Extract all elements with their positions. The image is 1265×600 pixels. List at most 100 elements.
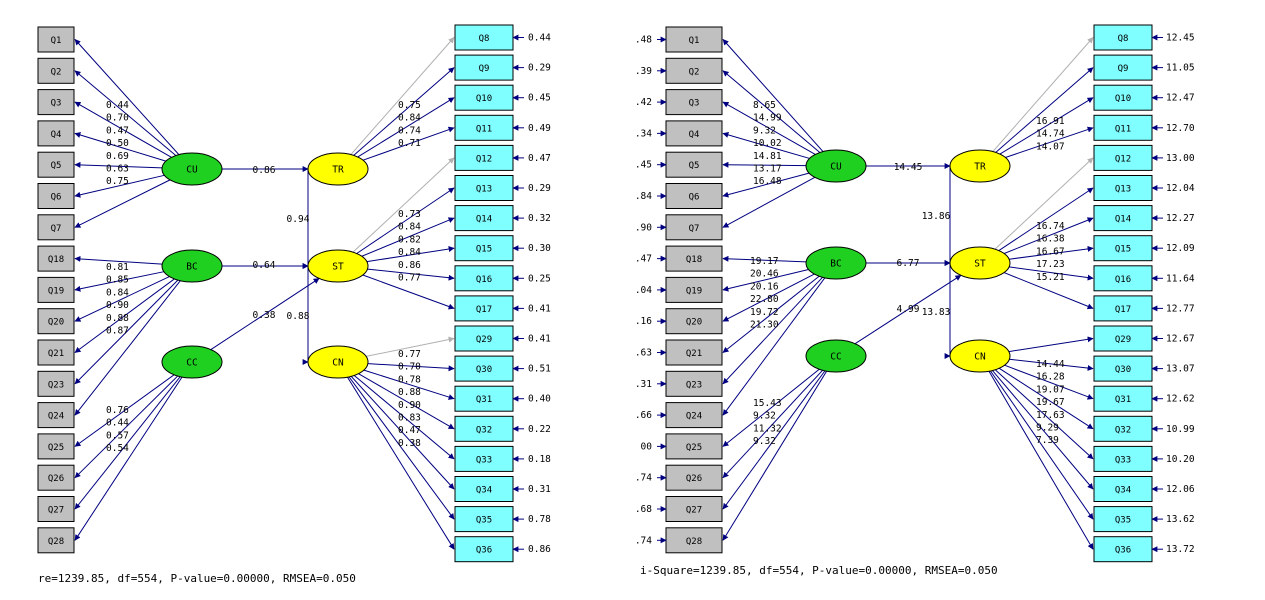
loading-arrow bbox=[1003, 272, 1094, 310]
indicator-label: Q11 bbox=[476, 124, 492, 134]
loading-label: 0.73 bbox=[398, 209, 421, 220]
loading-label: 0.78 bbox=[398, 374, 421, 385]
indicator-label: Q33 bbox=[1115, 455, 1131, 465]
loading-arrow bbox=[367, 363, 455, 372]
indicator-label: Q15 bbox=[476, 245, 492, 255]
indicator-label: Q28 bbox=[686, 537, 702, 547]
loading-label: 0.50 bbox=[106, 138, 129, 149]
indicator-label: Q5 bbox=[689, 161, 700, 171]
indicator-label: Q36 bbox=[476, 546, 492, 556]
loading-arrow bbox=[361, 217, 455, 257]
loading-label: 19.72 bbox=[750, 307, 779, 318]
loading-label: 16.38 bbox=[1036, 234, 1065, 245]
loading-arrow bbox=[74, 374, 175, 447]
error-variance-label: 0.78 bbox=[528, 514, 551, 525]
indicator-box bbox=[454, 355, 514, 382]
loading-label: 9.32 bbox=[753, 411, 776, 422]
indicator-label: Q28 bbox=[48, 537, 64, 547]
loading-arrow bbox=[74, 161, 163, 169]
loading-arrow bbox=[74, 376, 181, 510]
loading-label: 19.67 bbox=[1036, 397, 1065, 408]
indicator-box bbox=[665, 245, 723, 272]
latent-tr bbox=[307, 152, 369, 186]
indicator-box bbox=[665, 464, 723, 491]
indicator-box bbox=[454, 175, 514, 201]
loading-label: 15.43 bbox=[753, 398, 782, 409]
indicator-label: Q5 bbox=[51, 161, 62, 171]
indicator-box bbox=[37, 151, 75, 178]
loading-arrow bbox=[994, 369, 1094, 460]
error-variance-label: .66 bbox=[635, 410, 652, 421]
indicator-box bbox=[37, 308, 75, 335]
loading-label: 0.84 bbox=[398, 247, 421, 258]
indicator-box bbox=[37, 120, 75, 147]
loading-arrow bbox=[356, 187, 455, 254]
path-coefficient-label: 14.45 bbox=[894, 162, 923, 173]
loading-arrow bbox=[1005, 126, 1094, 158]
indicator-box bbox=[37, 402, 75, 429]
loading-label: 17.23 bbox=[1036, 259, 1065, 270]
latent-label: ST bbox=[332, 262, 344, 273]
indicator-label: Q16 bbox=[1115, 275, 1131, 285]
loading-label: 0.84 bbox=[106, 287, 129, 298]
indicator-box bbox=[665, 151, 723, 178]
error-variance-label: 0.51 bbox=[528, 364, 551, 375]
loading-arrow bbox=[350, 376, 455, 490]
indicator-label: Q13 bbox=[476, 185, 492, 195]
indicator-label: Q33 bbox=[476, 455, 492, 465]
error-variance-label: .04 bbox=[635, 285, 652, 296]
loading-arrow bbox=[992, 37, 1094, 152]
error-variance-label: 0.22 bbox=[528, 424, 551, 435]
indicator-box bbox=[665, 496, 723, 522]
indicator-box bbox=[454, 295, 514, 322]
indicator-label: Q21 bbox=[686, 349, 702, 359]
latent-label: TR bbox=[332, 165, 344, 176]
indicator-box bbox=[37, 183, 75, 209]
error-variance-label: 0.49 bbox=[528, 123, 551, 134]
indicator-label: Q16 bbox=[476, 275, 492, 285]
loading-arrow bbox=[722, 39, 824, 152]
indicator-box bbox=[665, 527, 723, 554]
indicator-box bbox=[37, 496, 75, 522]
indicator-box bbox=[37, 245, 75, 272]
error-variance-label: 13.62 bbox=[1166, 514, 1195, 525]
loading-label: 15.21 bbox=[1036, 272, 1065, 283]
indicator-label: Q29 bbox=[476, 335, 492, 345]
latent-bc bbox=[805, 246, 867, 280]
fit-statistics: re=1239.85, df=554, P-value=0.00000, RMS… bbox=[38, 572, 356, 585]
indicator-label: Q8 bbox=[1118, 34, 1129, 44]
latent-label: CN bbox=[332, 358, 344, 369]
indicator-box bbox=[454, 325, 514, 352]
loading-arrow bbox=[988, 371, 1094, 550]
loading-arrow bbox=[1009, 266, 1094, 281]
loading-label: 0.85 bbox=[106, 275, 129, 286]
path-coefficient-label: 13.86 bbox=[922, 211, 951, 222]
indicator-label: Q17 bbox=[476, 305, 492, 315]
path-coefficient-label: 0.64 bbox=[253, 260, 276, 271]
loading-label: 14.07 bbox=[1036, 141, 1065, 152]
error-variance-label: 0.31 bbox=[528, 484, 551, 495]
indicator-label: Q12 bbox=[476, 154, 492, 164]
path-diagram-panel-2: Q1.48Q2.39Q3.42Q4.34Q5.45Q6.84Q7.90Q18.4… bbox=[635, 24, 1195, 577]
indicator-box bbox=[454, 385, 514, 412]
indicator-label: Q34 bbox=[1115, 486, 1131, 496]
loading-arrow bbox=[722, 176, 816, 228]
indicator-box bbox=[37, 339, 75, 366]
error-variance-label: .31 bbox=[635, 379, 652, 390]
loading-label: 0.70 bbox=[106, 113, 129, 124]
loading-arrow bbox=[74, 179, 171, 228]
loading-label: 14.74 bbox=[1036, 129, 1065, 140]
error-variance-label: 12.70 bbox=[1166, 123, 1195, 134]
loading-label: 20.16 bbox=[750, 281, 779, 292]
indicator-box bbox=[1093, 175, 1153, 201]
indicator-label: Q23 bbox=[48, 380, 64, 390]
indicator-box bbox=[1093, 476, 1153, 502]
loading-arrow bbox=[722, 70, 821, 153]
latent-cc bbox=[805, 339, 867, 373]
path-coefficient-label: 0.94 bbox=[287, 214, 310, 225]
error-variance-label: 12.62 bbox=[1166, 394, 1195, 405]
error-variance-label: 12.47 bbox=[1166, 93, 1195, 104]
indicator-box bbox=[454, 506, 514, 533]
indicator-box bbox=[665, 433, 723, 460]
error-variance-label: 0.45 bbox=[528, 93, 551, 104]
